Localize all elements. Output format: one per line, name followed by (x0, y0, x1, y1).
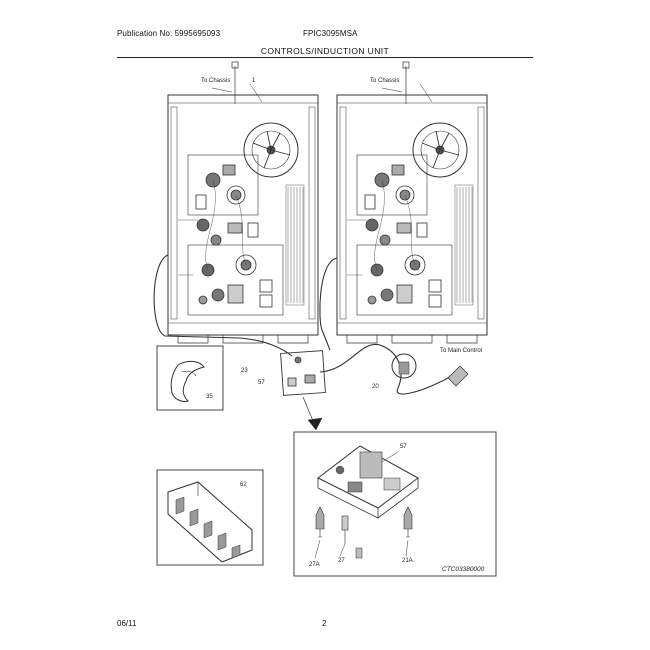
induction-unit-left (167, 94, 319, 344)
label-to-chassis-right: To Chassis (370, 78, 399, 84)
detail-box-62 (156, 469, 264, 566)
harness-right (319, 257, 338, 351)
ferrite-core (391, 353, 417, 379)
chassis-lead-right (402, 61, 410, 104)
footer-date: 06/11 (117, 619, 137, 628)
detail-box-35 (156, 345, 224, 411)
label-part-21a: 21A (402, 558, 413, 564)
label-part-20: 20 (372, 384, 379, 390)
main-control-connector (447, 365, 469, 387)
label-to-main-control: To Main Control (440, 348, 482, 354)
label-part-62: 62 (240, 482, 247, 488)
label-to-chassis-left: To Chassis (201, 78, 230, 84)
label-part-57-small: 57 (258, 380, 265, 386)
label-part-57: 57 (400, 444, 407, 450)
publication-number: Publication No: 5995695093 (117, 29, 221, 38)
detail-box-57 (293, 431, 497, 577)
harness-23 (153, 254, 293, 357)
header-rule (117, 57, 533, 58)
label-part-23: 23 (241, 368, 248, 374)
detail-leader (302, 396, 323, 431)
page-number: 2 (322, 619, 327, 628)
harness-20 (319, 343, 461, 395)
figure-code: CTC03380000 (442, 566, 485, 573)
section-title: CONTROLS/INDUCTION UNIT (260, 46, 390, 56)
label-part-27a: 27A (309, 562, 320, 568)
label-part-35: 35 (206, 394, 213, 400)
induction-unit-right (336, 94, 488, 344)
model-number: FPIC3095MSA (303, 29, 358, 38)
chassis-lead-left (231, 61, 239, 104)
label-part-1: 1 (252, 78, 256, 84)
label-part-27: 27 (338, 558, 345, 564)
control-board-57-small (280, 350, 326, 396)
